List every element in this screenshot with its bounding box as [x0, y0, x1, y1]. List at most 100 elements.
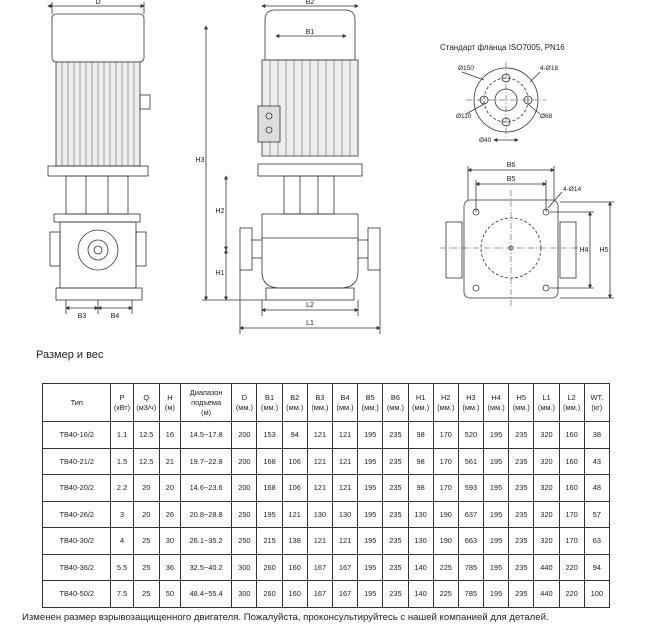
dim-label-b1: B1 — [306, 29, 315, 36]
table-cell: 785 — [457, 553, 485, 581]
column-header-label: B1 — [265, 392, 275, 402]
table-cell: 190 — [432, 527, 459, 555]
table-cell: 235 — [382, 527, 409, 555]
column-header: B2(мм.) — [281, 383, 308, 422]
flange-dim-40: Ø40 — [479, 137, 492, 144]
dim-label-d: D — [95, 0, 100, 6]
table-cell: 320 — [533, 474, 560, 502]
table-cell: 168 — [256, 447, 283, 475]
table-cell: 140 — [407, 553, 434, 581]
dim-label-b5: B5 — [507, 176, 516, 183]
column-header-unit: (м) — [201, 407, 212, 417]
flange-dim-110: Ø110 — [456, 113, 472, 120]
table-cell: 637 — [457, 500, 485, 528]
column-header: L1(мм.) — [533, 383, 560, 422]
column-header-unit: (мм.) — [563, 402, 581, 412]
table-cell: 121 — [306, 447, 333, 475]
table-cell: 220 — [558, 580, 585, 608]
table-cell: 168 — [256, 474, 283, 502]
table-cell: 48.4~55.4 — [179, 580, 233, 608]
column-header-label: Тип — [70, 397, 83, 407]
table-cell: 4 — [110, 527, 134, 555]
column-header: L2(мм.) — [558, 383, 585, 422]
table-cell: 167 — [306, 580, 333, 608]
column-header: B4(мм.) — [331, 383, 359, 422]
table-cell: 100 — [583, 580, 611, 608]
column-header-unit: (мм.) — [235, 402, 253, 412]
table-cell: 195 — [483, 421, 510, 449]
column-header-label: H4 — [491, 392, 501, 402]
section-title: Размер и вес — [36, 349, 104, 361]
table-cell: 98 — [407, 421, 434, 449]
column-header-unit: (мм.) — [361, 402, 379, 412]
column-header: WT.(кг) — [583, 383, 611, 422]
column-header: H3(мм.) — [457, 383, 485, 422]
table-cell: TB40-16/2 — [41, 421, 112, 449]
table-cell: 195 — [357, 553, 384, 581]
table-cell: 32.5~40.2 — [179, 553, 233, 581]
table-cell: 25 — [132, 553, 160, 581]
column-header-label: H2 — [441, 392, 451, 402]
column-header-unit: (м3/ч) — [136, 402, 157, 412]
table-cell: 235 — [508, 527, 535, 555]
table-cell: 200 — [231, 421, 258, 449]
column-header-unit: (кВт) — [113, 402, 131, 412]
table-cell: 170 — [432, 421, 459, 449]
table-cell: 130 — [331, 500, 359, 528]
column-header-label: B5 — [365, 392, 375, 402]
table-cell: 195 — [357, 447, 384, 475]
base-holes-label: 4-Ø14 — [563, 186, 581, 193]
table-cell: 235 — [508, 447, 535, 475]
table-cell: 195 — [357, 500, 384, 528]
table-cell: 21 — [158, 447, 181, 475]
table-cell: 250 — [231, 527, 258, 555]
table-cell: TB40-26/2 — [41, 500, 112, 528]
column-header-label: P — [119, 392, 125, 402]
column-header-unit: (мм.) — [260, 402, 279, 412]
dim-label-h1: H1 — [216, 270, 225, 277]
dim-label-h3: H3 — [196, 157, 205, 164]
table-cell: 170 — [558, 527, 585, 555]
column-header-unit: (мм.) — [537, 402, 556, 412]
flange-dim-88: Ø88 — [540, 113, 553, 120]
table-cell: 121 — [306, 421, 333, 449]
table-cell: 200 — [231, 447, 258, 475]
table-cell: 19.7~22.8 — [179, 447, 233, 475]
dim-label-b3: B3 — [78, 313, 87, 320]
table-cell: 440 — [533, 580, 560, 608]
column-header-label: B4 — [340, 392, 350, 402]
table-cell: 593 — [457, 474, 485, 502]
table-cell: 94 — [281, 421, 308, 449]
table-cell: 121 — [281, 500, 308, 528]
table-cell: 167 — [306, 553, 333, 581]
column-header-label: L2 — [567, 392, 576, 402]
table-cell: 440 — [533, 553, 560, 581]
table-cell: 121 — [331, 527, 359, 555]
table-cell: 220 — [558, 553, 585, 581]
table-cell: 250 — [231, 500, 258, 528]
column-header-unit: (кг) — [591, 402, 603, 412]
flange-detail — [461, 62, 546, 142]
table-cell: 25 — [132, 527, 160, 555]
column-header-label: H5 — [516, 392, 526, 402]
column-header: H2(мм.) — [432, 383, 459, 422]
dim-label-b6: B6 — [507, 162, 516, 169]
flange-dim-150: Ø150 — [458, 65, 474, 72]
table-cell: 195 — [483, 527, 510, 555]
technical-drawing: D B2 B1 H3 H2 H1 L2 L1 B3 B4 B6 B5 H4 H5… — [47, 0, 614, 334]
table-cell: TB40-21/2 — [41, 447, 112, 475]
table-cell: 1.5 — [110, 447, 134, 475]
table-cell: TB40-20/2 — [41, 474, 112, 502]
column-header-label: H1 — [415, 392, 426, 402]
column-header: Тип — [41, 383, 112, 422]
table-cell: 121 — [331, 447, 359, 475]
table-cell: 235 — [382, 421, 409, 449]
column-header-label: Диапазон подъема — [189, 387, 223, 407]
